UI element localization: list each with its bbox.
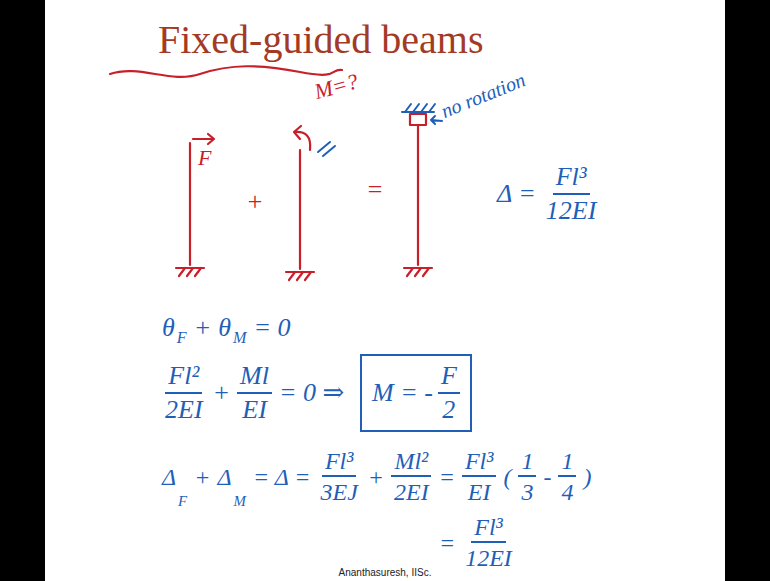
leader-arrow [431,116,442,124]
math-term: + [194,464,210,490]
math-term: = Δ = [253,464,311,490]
fraction: Fl³3EJ [318,448,361,506]
slide-ground [45,0,725,581]
math-term: ( [503,464,511,490]
ground [176,268,204,276]
moment-arrow [294,126,310,150]
ground [286,272,314,280]
fraction: Fl³12EI [543,163,600,225]
denominator: 12EI [462,543,515,571]
credit-note: Ananthasuresh, IISc. [0,567,770,578]
numerator: Fl² [165,362,202,394]
numerator: Ml² [391,448,431,477]
subscript: F [177,329,187,347]
equation-row: ΔF+ΔM= Δ =Fl³3EJ+Ml²2EI=Fl³EI(13-14) [162,448,591,506]
math-term: - [543,464,551,490]
denominator: 12EI [543,195,600,226]
equation-row: θF+θM= 0 [162,314,290,343]
subscript: F [178,493,187,509]
moment-marks [318,142,335,156]
numerator: F [438,362,460,394]
beam [189,143,191,265]
math-term: Δ [217,464,231,490]
guide-block [410,114,426,125]
equation-row: = Fl³12EI [439,514,515,572]
numerator: Fl³ [462,448,497,477]
denominator: EI [465,477,494,505]
math-term: + [213,379,231,408]
math-term: Δ = [497,180,536,209]
fraction: Ml²2EI [391,448,432,506]
fraction: 13 [518,448,536,506]
sketch-label: F [198,146,211,170]
denominator: 2EI [391,477,432,505]
denominator: 4 [558,477,576,505]
fraction: Fl²2EI [162,362,206,424]
math-term: = [439,464,455,490]
guide-support [402,104,435,112]
numerator: Fl³ [553,163,590,195]
math-term: Δ [162,464,176,490]
subscript: M [233,329,246,347]
numerator: Fl³ [322,448,357,477]
math-term: + [368,464,384,490]
beam [417,126,419,265]
fraction: F2 [438,362,460,424]
denominator: EI [239,394,270,425]
slide-title: Fixed-guided beams [158,16,484,63]
sketch-label: + [246,188,264,217]
equation-row: Fl²2EI+MlEI= 0 ⇒ [162,362,344,424]
denominator: 2 [439,394,458,425]
numerator: 1 [558,448,576,477]
math-term: ) [583,464,591,490]
fraction: 14 [558,448,576,506]
math-term: = [439,530,455,556]
math-term: = 0 ⇒ [279,379,344,408]
fraction: Fl³12EI [462,514,515,572]
numerator: Ml [237,362,272,394]
math-term: θ [162,314,175,343]
denominator: 3 [518,477,536,505]
subscript: M [233,493,245,509]
denominator: 3EJ [318,477,361,505]
numerator: 1 [518,448,536,477]
math-term: = 0 [253,314,290,343]
math-term: θ [218,314,231,343]
fraction: MlEI [237,362,272,424]
fraction: Fl³EI [462,448,497,506]
numerator: Fl³ [471,514,506,543]
equation-row: Δ =Fl³12EI [497,163,599,225]
title-underline [110,66,342,77]
ground [404,268,432,276]
result-box: M = -F2 [360,354,472,432]
math-term: M = - [372,379,433,408]
math-term: + [194,314,212,343]
beam [299,150,301,269]
force-arrow [193,134,214,144]
denominator: 2EI [162,394,206,425]
sketch-label: = [366,176,384,205]
